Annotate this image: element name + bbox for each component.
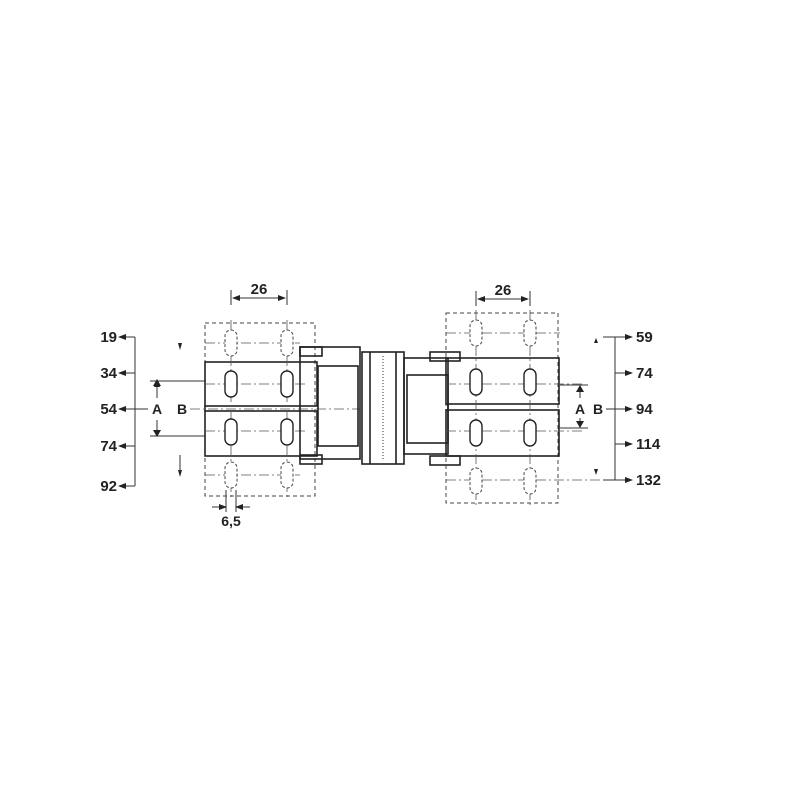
arrowhead <box>178 343 182 350</box>
dimension-b-label-right: B <box>593 401 603 417</box>
right-a-b-dimension: A B <box>560 338 603 475</box>
right-mounting-outline <box>445 312 559 504</box>
left-knuckle-body <box>299 346 361 460</box>
mounting-slot <box>280 370 294 398</box>
slot-width-label: 6,5 <box>221 513 241 529</box>
right-lower-leaf <box>445 409 560 457</box>
slot-width-dimension: 6,5 <box>212 490 250 529</box>
mounting-slot <box>469 467 483 495</box>
arrowhead <box>576 385 584 392</box>
arrowhead <box>594 469 598 475</box>
right-scale-label: 114 <box>636 436 661 453</box>
mounting-slot <box>523 319 537 347</box>
arrowhead <box>178 470 182 477</box>
right-knuckle-body <box>403 357 449 455</box>
mounting-slot <box>523 467 537 495</box>
dimension-a-label-right: A <box>575 401 585 417</box>
mounting-slot <box>523 419 537 447</box>
dimension-a-label-left: A <box>152 401 162 417</box>
mounting-slot <box>469 419 483 447</box>
left-scale-label: 92 <box>100 478 117 495</box>
mounting-slot <box>280 329 294 357</box>
mounting-slot <box>224 461 238 489</box>
left-scale-label: 34 <box>100 365 117 382</box>
left-a-b-dimension: A B <box>150 343 205 477</box>
knuckle-tab <box>429 351 461 362</box>
mounting-slot <box>469 368 483 396</box>
right-scale-label: 94 <box>636 401 653 418</box>
mounting-slot <box>523 368 537 396</box>
left-knuckle-inner <box>317 365 359 447</box>
arrowhead <box>594 338 598 343</box>
arrowhead <box>153 430 161 437</box>
right-upper-leaf <box>445 357 560 405</box>
right-scale-label: 59 <box>636 329 653 346</box>
right-width-dimension: 26 <box>475 282 531 306</box>
mounting-slot <box>224 329 238 357</box>
right-width-label: 26 <box>495 282 512 299</box>
mounting-slot <box>224 418 238 446</box>
left-lower-leaf <box>204 410 318 457</box>
right-knuckle-inner <box>406 374 449 444</box>
mounting-slot <box>280 461 294 489</box>
left-mounting-outline <box>204 322 316 497</box>
hinge-knuckle <box>299 346 461 466</box>
right-hinge-plate <box>445 310 602 505</box>
arrowhead <box>576 421 584 428</box>
knuckle-tab <box>299 454 323 465</box>
left-scale: 19 34 54 74 92 <box>100 329 148 495</box>
left-width-dimension: 26 <box>230 281 288 305</box>
left-scale-label: 19 <box>100 329 117 346</box>
left-scale-label: 54 <box>100 401 117 418</box>
left-width-label: 26 <box>251 281 268 298</box>
mounting-slot <box>224 370 238 398</box>
dimension-b-label-left: B <box>177 401 187 417</box>
right-scale: 59 74 94 114 132 <box>603 329 661 489</box>
mounting-slot <box>280 418 294 446</box>
arrowhead <box>153 379 161 386</box>
left-hinge-plate <box>190 320 360 500</box>
knuckle-tab <box>299 346 323 357</box>
left-scale-label: 74 <box>100 438 117 455</box>
right-scale-label: 74 <box>636 365 653 382</box>
mounting-slot <box>469 319 483 347</box>
knuckle-tab <box>429 455 461 466</box>
right-scale-label: 132 <box>636 472 661 489</box>
